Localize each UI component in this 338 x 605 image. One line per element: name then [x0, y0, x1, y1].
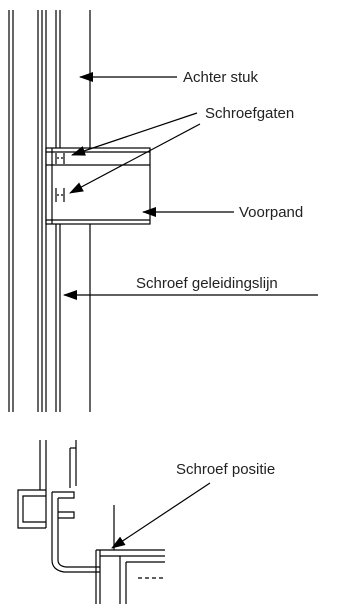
label-schroef-geleidingslijn: Schroef geleidingslijn [136, 275, 278, 292]
schroefgaten-arrow [71, 112, 198, 156]
screw-hole-icon [55, 153, 65, 164]
label-schroefgaten: Schroefgaten [205, 105, 294, 122]
schroef-positie-arrow [111, 482, 211, 549]
label-voorpand: Voorpand [239, 204, 303, 221]
label-achter-stuk: Achter stuk [183, 69, 259, 86]
label-schroef-positie: Schroef positie [176, 461, 275, 478]
screw-hole-icon [55, 188, 65, 202]
schroefgaten-arrow [69, 123, 201, 194]
profile-cross-section [17, 440, 165, 604]
front-panel [45, 147, 151, 225]
